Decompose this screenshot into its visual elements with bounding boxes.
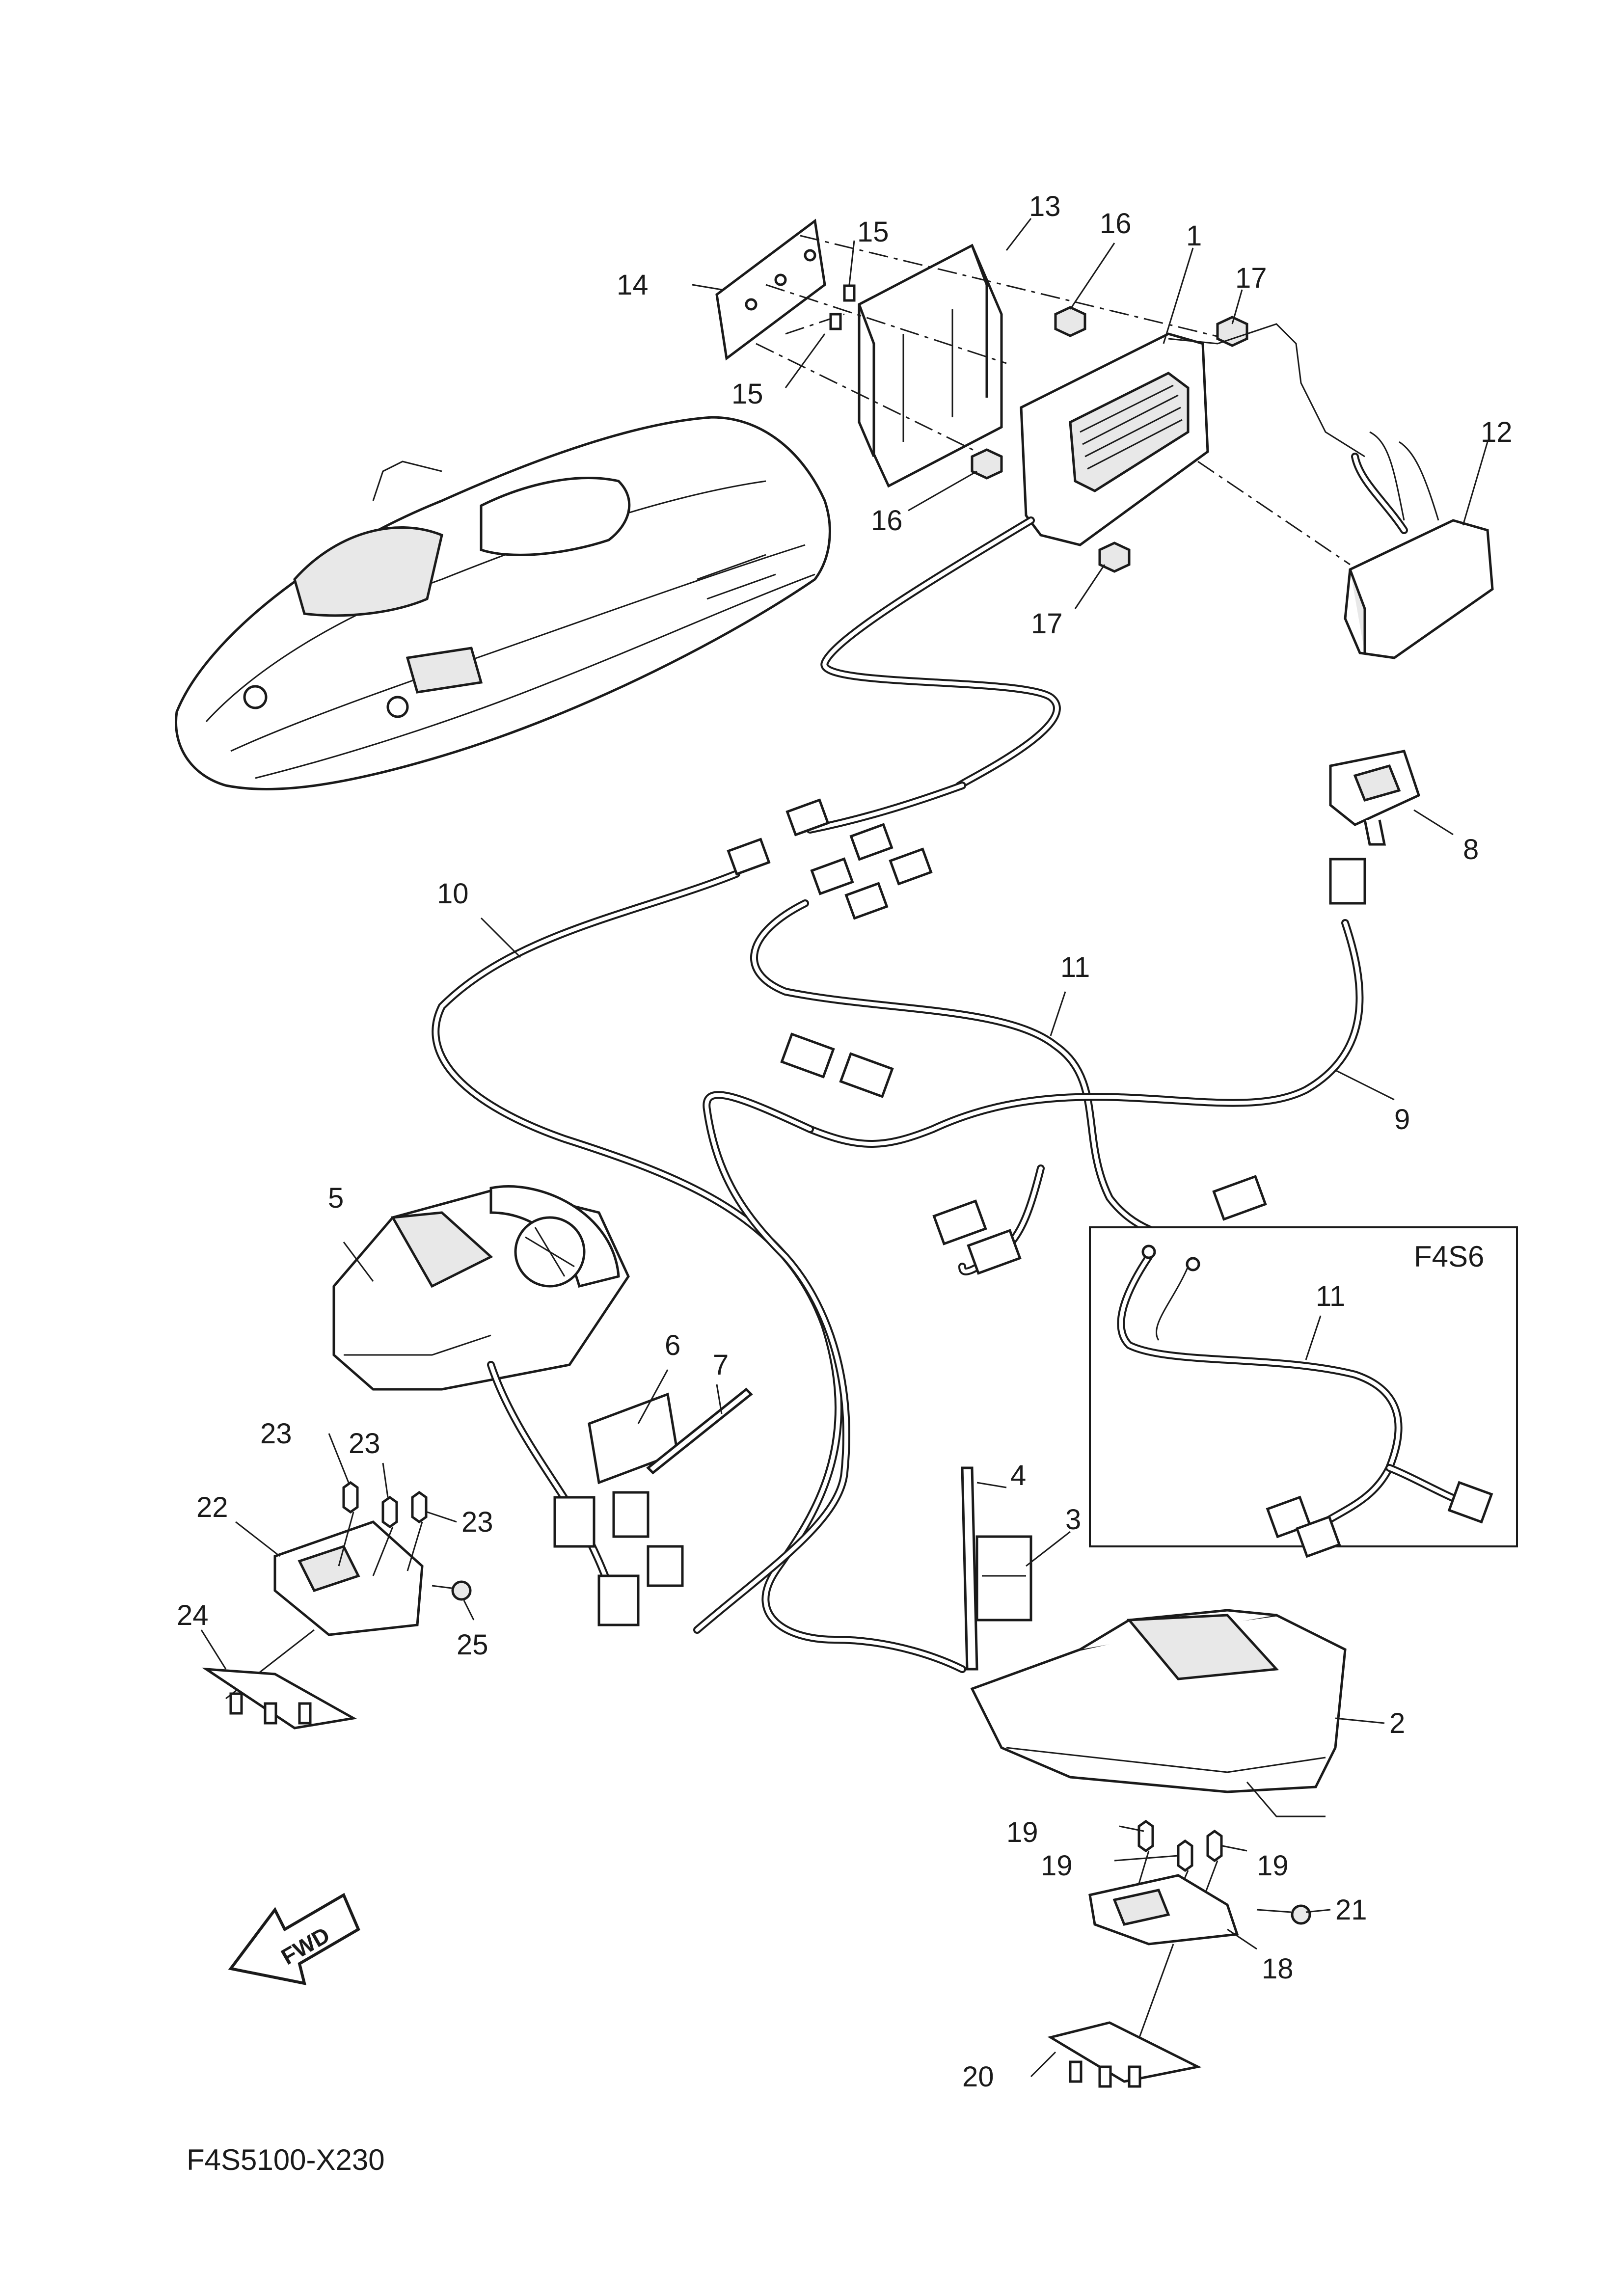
- callout-7: 7: [713, 1349, 729, 1381]
- callout-5: 5: [328, 1182, 344, 1214]
- meter-assembly-2: [970, 1609, 1347, 1817]
- fwd-arrow-icon: FWD: [228, 1893, 360, 1985]
- bracket-13: [858, 243, 1003, 488]
- callout-18: 18: [1262, 1953, 1294, 1985]
- callout-24: 24: [177, 1599, 209, 1631]
- callout-11-inset: 11: [1316, 1280, 1345, 1312]
- callout-9: 9: [1394, 1104, 1410, 1136]
- callout-15-top: 15: [857, 216, 889, 248]
- meter-assembly-5: [332, 1185, 684, 1626]
- callout-19-left: 19: [1041, 1850, 1073, 1882]
- callout-4: 4: [1010, 1460, 1026, 1491]
- inset-label: F4S6: [1414, 1240, 1484, 1273]
- callout-16-bottom: 16: [871, 505, 903, 537]
- clamp-4: [961, 1466, 978, 1671]
- screw-21: [1256, 1904, 1311, 1925]
- callout-labels: 1 2 3 4 5 6 7 8 9 10 11 11 12 13 14 15 1…: [177, 190, 1513, 2093]
- callout-23-left: 23: [260, 1418, 292, 1450]
- plate-20: [1047, 2021, 1202, 2088]
- label-3: [975, 1535, 1032, 1622]
- callout-12: 12: [1481, 416, 1513, 448]
- callout-25: 25: [457, 1629, 488, 1661]
- switch-8: [1329, 750, 1421, 846]
- callout-17-top: 17: [1235, 262, 1267, 294]
- callout-19-right: 19: [1257, 1850, 1289, 1882]
- fasteners-15-16-17: [756, 235, 1248, 573]
- inset-f4s6: [1089, 1226, 1518, 1558]
- callout-23-right: 23: [461, 1506, 493, 1538]
- callout-19-top: 19: [1006, 1816, 1038, 1848]
- callout-16-top: 16: [1100, 208, 1132, 240]
- callout-2: 2: [1389, 1707, 1405, 1739]
- plate-24: [201, 1667, 357, 1730]
- callout-15-bottom: 15: [731, 378, 763, 410]
- callout-11: 11: [1060, 951, 1090, 983]
- wire-harness-10-11-9: [432, 516, 1366, 1673]
- callout-3: 3: [1065, 1504, 1081, 1536]
- label-6: [588, 1392, 679, 1485]
- bracket-22: [225, 1520, 424, 1700]
- callout-1: 1: [1186, 220, 1202, 252]
- callout-14: 14: [617, 269, 649, 301]
- control-unit-1: [1020, 323, 1365, 546]
- callout-8: 8: [1463, 834, 1479, 866]
- callout-20: 20: [962, 2061, 994, 2093]
- callout-6: 6: [665, 1329, 680, 1361]
- module-12: [1197, 431, 1494, 659]
- figure-code: F4S5100-X230: [187, 2143, 385, 2176]
- bracket-18: [1088, 1874, 1239, 2053]
- screw-25: [432, 1580, 472, 1601]
- tie-7: [646, 1387, 753, 1475]
- callout-10: 10: [437, 878, 469, 910]
- leader-lines: [200, 218, 1489, 2078]
- callout-21: 21: [1335, 1894, 1367, 1926]
- callout-22: 22: [196, 1491, 228, 1523]
- callout-23-mid: 23: [349, 1428, 380, 1460]
- callout-13: 13: [1029, 190, 1061, 222]
- watercraft-illustration: [175, 416, 831, 790]
- screws-23: [338, 1481, 428, 1576]
- mounting-plate-14: [715, 218, 826, 361]
- callout-17-bottom: 17: [1031, 608, 1063, 640]
